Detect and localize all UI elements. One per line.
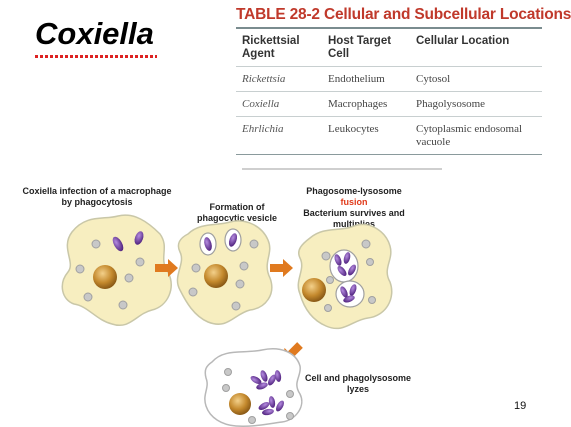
cell-agent: Ehrlichia [236, 116, 322, 154]
arrow-step1-to-2 [155, 259, 178, 277]
location-table: TABLE 28-2 Cellular and Subcellular Loca… [236, 6, 571, 155]
step2-label: Formation of phagocytic vesicle [196, 202, 278, 223]
macrophage-cell-3 [297, 223, 393, 330]
cell-agent: Coxiella [236, 91, 322, 117]
step3-prefix: Phagosome-lysosome [306, 186, 402, 196]
table-row: Rickettsia Endothelium Cytosol [236, 66, 542, 92]
table-bottom-rule [236, 154, 542, 155]
cell-host: Leukocytes [322, 116, 410, 154]
fusion-word: fusion [340, 197, 368, 207]
step1-label: Coxiella infection of a macrophage by ph… [22, 186, 172, 207]
copyright-line [242, 168, 442, 170]
table-header-row: Rickettsial Agent Host Target Cell Cellu… [236, 29, 542, 67]
step4-label: Cell and phagolysosome lyzes [304, 373, 412, 394]
slide-title: Coxiella [35, 16, 154, 51]
table-row: Coxiella Macrophages Phagolysosome [236, 91, 542, 117]
cell-location: Phagolysosome [410, 91, 542, 117]
header-host: Host Target Cell [328, 35, 392, 60]
step3-rest: Bacterium survives and multiplies [303, 208, 405, 229]
macrophage-cell-1 [61, 214, 172, 327]
table-top-rule [236, 27, 542, 29]
table-title: TABLE 28-2 Cellular and Subcellular Loca… [236, 6, 571, 23]
page-number: 19 [514, 400, 527, 412]
spellcheck-underline [35, 55, 157, 58]
table-grid: Rickettsial Agent Host Target Cell Cellu… [236, 29, 542, 154]
table-row: Ehrlichia Leukocytes Cytoplasmic endosom… [236, 116, 542, 154]
header-location: Cellular Location [416, 35, 510, 47]
cell-host: Endothelium [322, 66, 410, 92]
cell-location: Cytoplasmic endosomal vacuole [410, 116, 542, 154]
cell-location: Cytosol [410, 66, 542, 92]
cell-agent: Rickettsia [236, 66, 322, 92]
lysed-cell-4 [204, 348, 303, 427]
cell-host: Macrophages [322, 91, 410, 117]
header-agent: Rickettsial Agent [242, 35, 300, 60]
step3-label: Phagosome-lysosome fusion Bacterium surv… [292, 186, 416, 230]
phagocytosis-diagram [61, 214, 393, 427]
macrophage-cell-2 [176, 220, 273, 325]
arrow-step2-to-3 [270, 259, 293, 277]
